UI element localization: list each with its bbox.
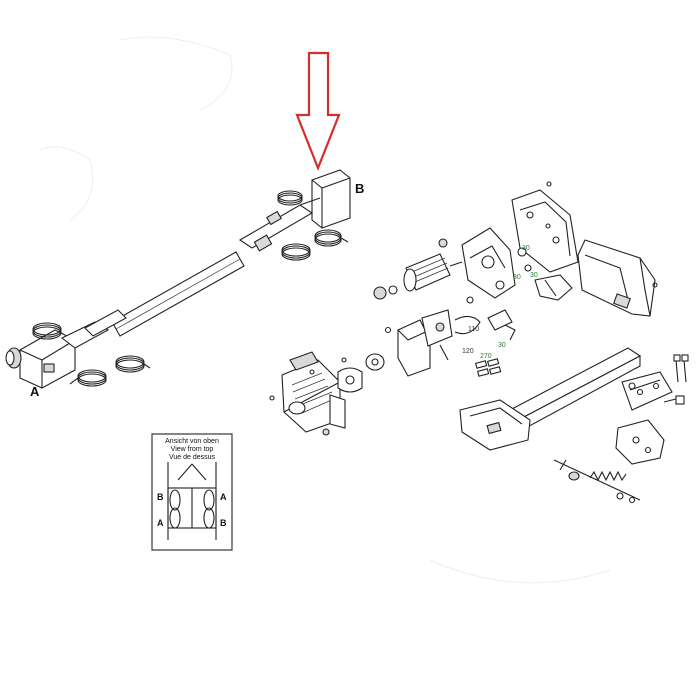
switch-housing (365, 309, 453, 377)
cable-coil-a3 (115, 355, 151, 373)
cable-coil-a2 (69, 369, 107, 387)
inset-caption-en: View from top (171, 446, 214, 453)
drive-shaft-assembly: A B (5, 169, 364, 399)
guide-rail (459, 347, 642, 451)
end-label-b: B (355, 181, 364, 196)
wall-mount-plate (615, 419, 665, 465)
end-label-a: A (30, 384, 40, 399)
part-number-30b: 30 (513, 274, 521, 281)
part-number-30c: 30 (530, 272, 538, 279)
motor-rotor (373, 253, 463, 300)
cable-coil-b2 (281, 243, 311, 261)
view-from-top-inset: Ansicht von oben View from top Vue de de… (151, 433, 233, 551)
inset-top-view-sketch (167, 462, 217, 540)
cover-housing (577, 239, 658, 317)
cable-coil-b3 (314, 229, 349, 247)
cable-coil-b1 (277, 190, 303, 206)
inset-caption-fr: Vue de dessus (169, 454, 216, 461)
red-down-arrow-icon (295, 51, 341, 171)
cable-coil-a1 (32, 322, 62, 340)
part-number-270: 270 (480, 353, 492, 360)
part-number-30a: 30 (522, 245, 530, 252)
motor-housing-a (5, 309, 127, 389)
inset-caption-de: Ansicht von oben (165, 438, 219, 445)
part-number-30d: 30 (498, 342, 506, 349)
mounting-plate (511, 181, 579, 273)
cable-connectors (454, 296, 516, 341)
end-bracket (621, 354, 689, 411)
spring-bolt (553, 459, 641, 504)
part-number-120: 120 (462, 348, 474, 355)
inset-marker-b-top-left: B (157, 492, 164, 502)
inset-marker-a-top-right: A (220, 492, 227, 502)
exploded-parts: 30 30 30 110 120 270 30 (269, 181, 689, 504)
part-number-110: 110 (468, 326, 479, 333)
background-ghost-marks (39, 36, 611, 584)
inset-marker-b-bottom-right: B (220, 518, 227, 528)
gear-unit (438, 227, 573, 301)
fuse-pieces (474, 358, 502, 377)
motor-housing-b (238, 169, 351, 252)
motor-block (269, 351, 363, 436)
inset-marker-a-bottom-left: A (157, 518, 164, 528)
